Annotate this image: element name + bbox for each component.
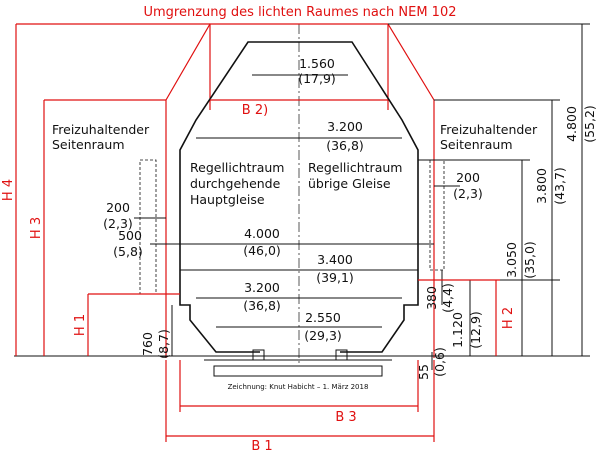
label-b3: B 3 — [335, 410, 356, 425]
label-b1: B 1 — [251, 439, 272, 454]
dim-1560-scale: (17,9) — [298, 71, 336, 86]
left-gauge-label-3: Hauptgleise — [190, 192, 265, 207]
dim-3200-low-value: 3.200 — [244, 280, 280, 295]
gauge-profile-upper — [179, 41, 419, 294]
left-gauge-label-1: Regellichtraum — [190, 160, 284, 175]
dim-4800-value: 4.800 — [564, 106, 579, 142]
dim-2550-value: 2.550 — [305, 310, 341, 325]
diagram-title: Umgrenzung des lichten Raumes nach NEM 1… — [144, 5, 457, 20]
dim-4800-scale: (55,2) — [582, 105, 597, 143]
label-b2: B 2) — [242, 103, 268, 118]
label-h1: H 1 — [73, 314, 88, 336]
dim-1560-value: 1.560 — [299, 56, 335, 71]
sleeper — [213, 365, 383, 377]
label-h4: H 4 — [1, 179, 16, 201]
dim-380-value: 380 — [424, 286, 439, 310]
dim-500-left-scale: (5,8) — [113, 244, 143, 259]
left-side-space-label-2: Seitenraum — [52, 137, 125, 152]
dim-380-scale: (4,4) — [440, 283, 455, 313]
left-side-space-label-1: Freizuhaltender — [52, 122, 150, 137]
dim-760-value: 760 — [140, 332, 155, 356]
dim-3800-scale: (43,7) — [552, 167, 567, 205]
dim-4000-scale: (46,0) — [243, 243, 281, 258]
drawing-credit: Zeichnung: Knut Habicht – 1. März 2018 — [228, 383, 369, 391]
dim-55-value: 55 — [416, 364, 431, 380]
right-gauge-label-2: übrige Gleise — [308, 176, 391, 191]
dim-500-left-value: 500 — [118, 228, 142, 243]
dim-3200-top-value: 3.200 — [327, 119, 363, 134]
dim-200-left-scale: (2,3) — [103, 216, 133, 231]
dim-55-scale: (0,6) — [432, 347, 447, 377]
dim-1120-scale: (12,9) — [468, 311, 483, 349]
right-side-space-label-2: Seitenraum — [440, 137, 513, 152]
label-h2: H 2 — [501, 307, 516, 329]
dim-3200-top-scale: (36,8) — [326, 138, 364, 153]
right-side-space-box — [429, 159, 445, 271]
dim-200-right-value: 200 — [456, 170, 480, 185]
dim-760-scale: (8,7) — [156, 329, 171, 359]
dim-3050-value: 3.050 — [504, 242, 519, 278]
left-gauge-label-2: durchgehende — [190, 176, 281, 191]
dim-200-left-value: 200 — [106, 200, 130, 215]
dim-2550-scale: (29,3) — [304, 328, 342, 343]
dim-4000-value: 4.000 — [244, 226, 280, 241]
label-h3: H 3 — [29, 217, 44, 239]
right-gauge-label-1: Regellichtraum — [308, 160, 402, 175]
gauge-profile-right-bottom — [340, 280, 419, 353]
red-envelope-outline — [165, 23, 435, 358]
dim-3800-value: 3.800 — [534, 168, 549, 204]
gauge-profile-left-bottom — [179, 294, 260, 353]
left-side-space-box — [139, 159, 157, 295]
dim-3050-scale: (35,0) — [522, 241, 537, 279]
dim-3400-value: 3.400 — [317, 252, 353, 267]
dim-3200-low-scale: (36,8) — [243, 298, 281, 313]
dim-1120-value: 1.120 — [450, 312, 465, 348]
dim-3400-scale: (39,1) — [316, 270, 354, 285]
right-side-space-label-1: Freizuhaltender — [440, 122, 538, 137]
dim-200-right-scale: (2,3) — [453, 186, 483, 201]
